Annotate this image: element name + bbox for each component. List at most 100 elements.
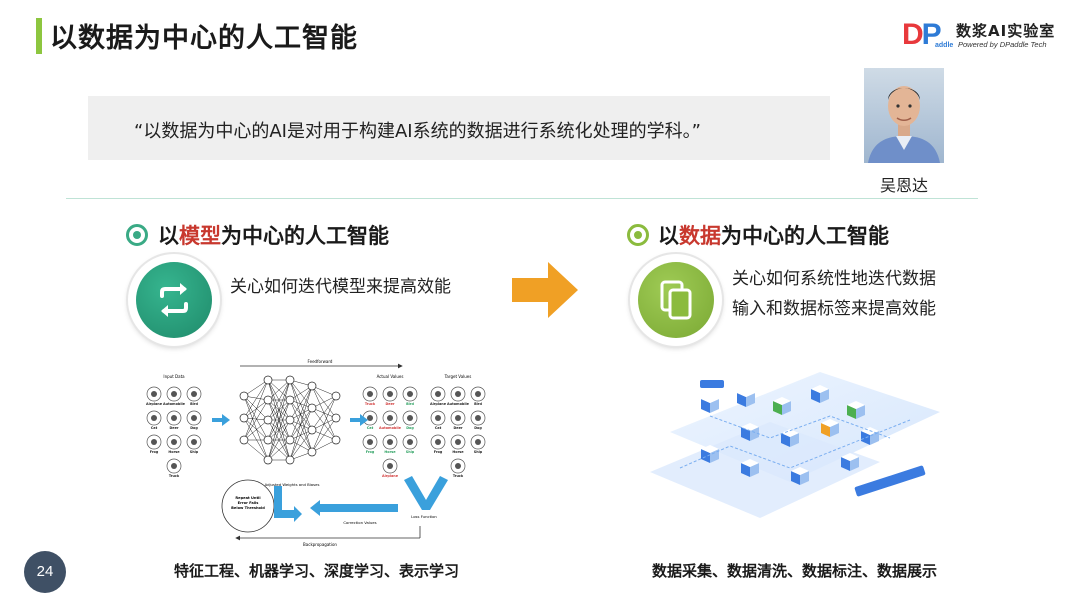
quote-box: “以数据为中心的AI是对用于构建AI系统的数据进行系统化处理的学科。” [88,96,830,160]
class-glyph [367,391,373,397]
class-glyph [171,391,177,397]
class-label: Automobile [447,402,470,406]
network-edge [311,417,337,453]
class-label: Cat [367,426,374,430]
network-edge [267,439,291,461]
refresh-icon [160,283,188,317]
network-node [239,391,249,401]
page-number: 24 [24,551,66,593]
logo-name: 数浆AI实验室 [956,22,1056,40]
platform-node [811,385,829,403]
class-label: Bird [406,402,414,406]
class-label: Ship [190,450,199,454]
logo-mark: DP [902,18,942,51]
class-label: Airplane [382,474,399,478]
backprop-label: Backpropagation [303,542,337,547]
title-accent-bar [36,18,42,54]
network-edge [289,385,313,421]
network-edge [289,379,313,453]
class-label: Frog [434,450,443,454]
class-label: Bird [190,402,198,406]
left-description: 关心如何迭代模型来提高效能 [230,277,451,297]
network-edge [267,379,291,421]
svg-text:Error Falls: Error Falls [238,501,259,505]
section-divider [66,198,978,199]
author-name: 吴恩达 [879,176,928,195]
platform-node [737,389,755,407]
class-glyph [171,415,177,421]
class-glyph [455,391,461,397]
class-label: Dog [406,426,414,430]
class-glyph [367,415,373,421]
class-glyph [435,415,441,421]
class-label: Automobile [163,402,186,406]
network-node [307,403,317,413]
class-label: Horse [384,450,396,454]
class-glyph [407,391,413,397]
network-node [285,375,295,385]
class-glyph [171,463,177,469]
class-glyph [191,415,197,421]
left-caption: 特征工程、机器学习、深度学习、表示学习 [174,562,460,580]
class-glyph [387,391,393,397]
network-edge [311,439,337,453]
network-edge [311,395,337,409]
network-edge [289,379,313,409]
platform-node [781,429,799,447]
actual-values-label: Actual Values [377,374,404,379]
target-values-label: Target Values [444,374,472,379]
class-glyph [151,391,157,397]
network-edge [243,395,269,461]
right-description-line1: 关心如何系统性地迭代数据 [732,269,936,289]
data-platform-diagram [650,372,940,518]
class-glyph [191,391,197,397]
class-glyph [171,439,177,445]
class-glyph [455,439,461,445]
class-glyph [435,439,441,445]
class-glyph [455,463,461,469]
network-node [331,391,341,401]
correction-label: Correction Values [343,520,376,525]
class-glyph [191,439,197,445]
class-label: Cat [435,426,442,430]
network-node [307,381,317,391]
right-heading: 以数据为中心的人工智能 [658,224,889,248]
network-edge [289,379,313,431]
network-edge [311,395,337,453]
bullet-icon [126,224,148,246]
network-edge [289,407,313,461]
network-node [239,413,249,423]
network-node [239,435,249,445]
loss-label: Loss Function [411,514,437,519]
network-node [263,435,273,445]
right-description-line2: 输入和数据标签来提高效能 [732,299,936,319]
logo-addle: addle [935,42,954,49]
class-label: Deer [385,402,394,406]
class-glyph [407,415,413,421]
class-glyph [407,439,413,445]
network-edge [289,407,313,441]
network-edge [243,417,269,461]
right-caption: 数据采集、数据清洗、数据标注、数据展示 [652,562,938,580]
network-node [307,425,317,435]
network-edge [243,379,269,441]
network-node [307,447,317,457]
network-node [285,455,295,465]
page-title: 以数据为中心的人工智能 [50,23,358,54]
network-edge [267,379,291,401]
logo-tagline: Powered by DPaddle Tech [958,40,1047,49]
network-node [263,375,273,385]
class-label: Frog [150,450,159,454]
platform-node [741,459,759,477]
author-portrait [864,68,944,163]
class-glyph [387,439,393,445]
network-edge [243,395,269,421]
platform-node [701,445,719,463]
neural-network-diagram: Feedforward Input Data Actual Values Tar… [146,359,486,547]
platform-node [821,419,839,437]
class-label: Airplane [146,402,163,406]
network-node [263,395,273,405]
